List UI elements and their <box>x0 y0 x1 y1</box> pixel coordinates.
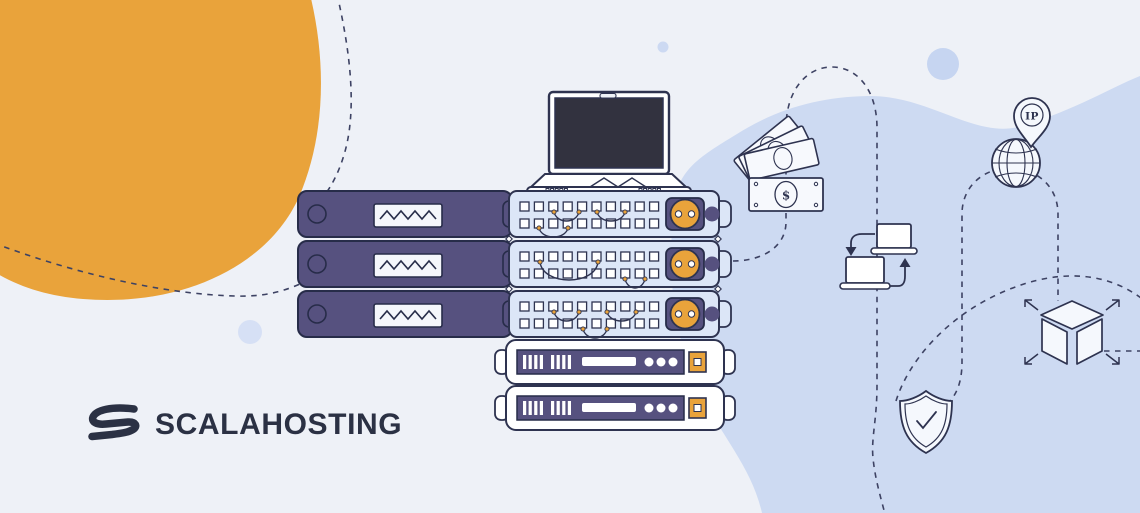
scalahosting-logo: SCALAHOSTING <box>84 398 402 448</box>
cable-connector-dot <box>565 225 571 231</box>
cable-connector-dot <box>622 209 628 215</box>
scalability-cube-icon <box>1024 299 1120 365</box>
cable-connector-dot <box>604 326 610 332</box>
patch-cable <box>596 211 626 222</box>
cable-connector-dot <box>536 225 542 231</box>
security-shield-icon <box>899 389 953 455</box>
patch-panel-server-1 <box>502 190 732 238</box>
patch-cable <box>553 311 580 322</box>
money-icon: $ <box>733 115 824 212</box>
laptop-icon <box>526 90 692 196</box>
dash-shield-globe-cube <box>946 167 1059 405</box>
globe-ip-icon: IP <box>991 97 1051 188</box>
seam-diamond <box>714 285 722 293</box>
bg-dot-small <box>657 41 669 53</box>
patch-panel-server-2 <box>502 240 732 288</box>
cable-connector-dot <box>551 209 557 215</box>
dash-server-money-migration <box>732 66 886 513</box>
bg-dot-medium <box>238 320 262 344</box>
cable-connector-dot <box>642 276 648 282</box>
scalahosting-logo-icon <box>88 404 140 441</box>
cable-connector-dot <box>622 276 628 282</box>
ip-label: IP <box>1025 111 1039 123</box>
cable-connector-dot <box>576 309 582 315</box>
cable-connector-dot <box>551 309 557 315</box>
web-server-1 <box>297 190 513 238</box>
patch-cable <box>624 278 646 289</box>
cable-connector-dot <box>633 309 639 315</box>
cable-connector-dot <box>594 209 600 215</box>
patch-cable <box>606 311 637 322</box>
seam-diamond <box>714 235 722 243</box>
patch-panel-server-3 <box>502 290 732 338</box>
rack-server-2 <box>494 385 736 431</box>
cable-connector-dot <box>595 259 601 265</box>
orange-blob <box>0 0 321 300</box>
patch-cable <box>538 227 569 238</box>
brand-name: SCALAHOSTING <box>155 408 403 441</box>
cable-connector-dot <box>580 326 586 332</box>
migration-laptops-icon <box>839 223 918 290</box>
web-server-3 <box>297 290 513 338</box>
blue-blob <box>671 76 1140 513</box>
patch-cable <box>582 328 608 339</box>
dollar-sign: $ <box>782 189 790 203</box>
rack-server-1 <box>494 339 736 385</box>
dash-blob-bottom <box>0 244 303 297</box>
seam-diamond <box>505 285 513 293</box>
patch-cable <box>553 211 580 222</box>
patch-cable <box>539 261 599 281</box>
rack-seam-diamonds <box>505 235 722 293</box>
seam-diamond <box>505 235 513 243</box>
cable-connector-dot <box>604 309 610 315</box>
dash-blob-right <box>299 0 352 221</box>
web-server-2 <box>297 240 513 288</box>
cable-connector-dot <box>576 209 582 215</box>
patch-cables <box>536 209 648 339</box>
cable-connector-dot <box>537 259 543 265</box>
bg-dot-large <box>927 48 959 80</box>
